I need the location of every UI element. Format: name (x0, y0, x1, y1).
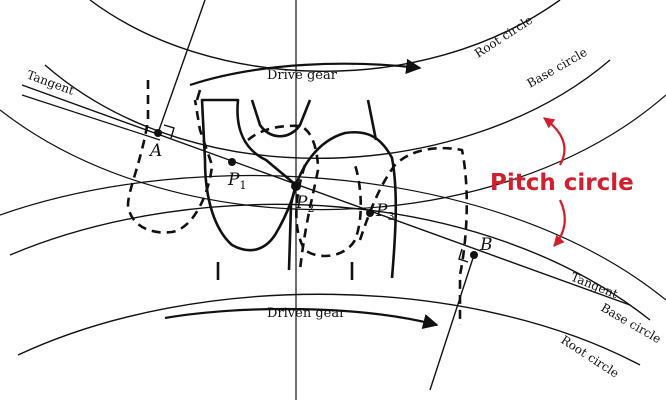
tangent-upper-tail (21, 94, 161, 141)
driven-gear-label: Driven gear (267, 306, 346, 321)
root-circle-top-label: Root circle (472, 13, 535, 61)
point-p3-dot (366, 209, 374, 217)
driven-gear-arrow (164, 307, 439, 329)
right-angle-a (163, 124, 175, 139)
pitch-arrow-up (543, 117, 566, 166)
solid-tooth-mid (195, 89, 202, 101)
driven-pitch-circle (0, 174, 666, 301)
root-circle-bottom-label: Root circle (558, 333, 621, 381)
drive-root-circle (89, 0, 561, 72)
hatched-tooth-top (250, 99, 312, 138)
point-p3-label: P3 (375, 201, 394, 223)
dotted-tooth-right (295, 164, 363, 258)
drive-gear-label: Drive gear (267, 68, 338, 83)
right-angle-b (458, 248, 469, 263)
drive-gear-arrow (189, 58, 422, 87)
point-b-label: B (479, 235, 493, 255)
point-a-dot (154, 129, 162, 137)
solid-tooth-center (287, 130, 398, 279)
point-p1-dot (228, 158, 236, 166)
base-circle-bottom-label: Base circle (599, 300, 664, 346)
pitch-arrow-down (553, 199, 566, 247)
drive-pitch-circle (0, 94, 666, 211)
tangent-bottom-label: Tangent (569, 270, 620, 302)
radius-to-a (157, 0, 206, 134)
line-of-action (21, 84, 631, 306)
point-p2-dot (291, 181, 301, 191)
solid-tooth-right-top (366, 99, 378, 141)
dashed-tooth-center (247, 124, 320, 271)
driven-base-circle (9, 203, 651, 321)
point-p1-label: P1 (227, 170, 246, 192)
point-b-dot (470, 251, 478, 259)
driven-root-circle (17, 293, 641, 366)
dashed-tooth-right (358, 146, 469, 325)
point-p2-label: P2 (295, 193, 314, 215)
tangent-top-label: Tangent (25, 68, 76, 98)
hatched-tooth-left (200, 98, 298, 252)
radius-to-b (429, 254, 475, 391)
pitch-circle-label: Pitch circle (490, 170, 634, 196)
point-a-label: A (148, 141, 162, 161)
dotted-tooth-left (126, 80, 214, 234)
drive-base-circle (44, 59, 611, 159)
